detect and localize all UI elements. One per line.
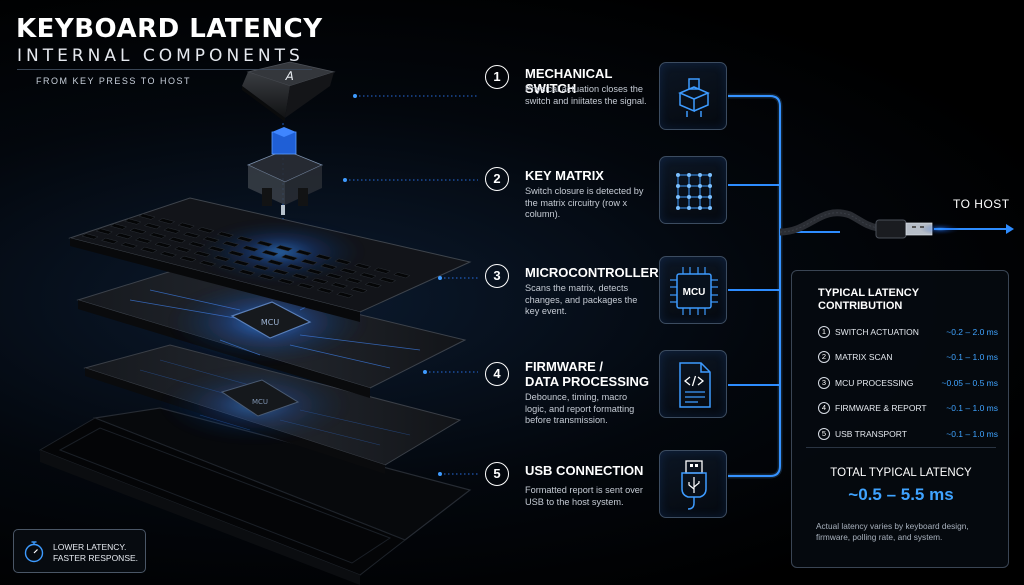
step-heading: FIRMWARE / DATA PROCESSING xyxy=(525,359,649,389)
lower-pcb-layer xyxy=(83,344,462,474)
latency-row-value: ~0.2 – 2.0 ms xyxy=(946,327,998,337)
latency-row-value: ~0.1 – 1.0 ms xyxy=(946,352,998,362)
latency-row: 4 FIRMWARE & REPORT ~0.1 – 1.0 ms xyxy=(818,402,998,416)
step-description: Debounce, timing, macro logic, and repor… xyxy=(525,392,635,425)
mcu-icon-text: MCU xyxy=(683,287,706,298)
page-tagline: FROM KEY PRESS TO HOST xyxy=(36,76,192,86)
usb-cable xyxy=(779,209,1014,239)
latency-row-label: MATRIX SCAN xyxy=(835,352,893,362)
leader-lines xyxy=(345,95,478,475)
latency-row-number: 2 xyxy=(818,351,830,363)
mcu-chip-label-lower: MCU xyxy=(252,398,268,406)
step-heading: MICROCONTROLLER xyxy=(525,265,659,280)
matrix-grid-icon xyxy=(676,173,712,210)
latency-row: 1 SWITCH ACTUATION ~0.2 – 2.0 ms xyxy=(818,326,998,340)
step-number: 3 xyxy=(485,264,509,288)
latency-row-value: ~0.05 – 0.5 ms xyxy=(941,378,998,388)
latency-row-number: 3 xyxy=(818,377,830,389)
latency-row-label: FIRMWARE & REPORT xyxy=(835,403,927,413)
mechanical-switch-part xyxy=(246,127,324,215)
usb-icon xyxy=(681,460,707,510)
step-description: Formatted report is sent over USB to the… xyxy=(525,485,643,507)
mcu-icon-box: MCU xyxy=(659,256,727,324)
badge-text: LOWER LATENCY. FASTER RESPONSE. xyxy=(53,542,139,563)
to-host-label: TO HOST xyxy=(953,197,1010,211)
code-file-icon xyxy=(679,362,711,408)
keycap-part: A xyxy=(242,61,336,122)
latency-panel: TYPICAL LATENCY CONTRIBUTION 1 SWITCH AC… xyxy=(791,270,1009,568)
page-title: KEYBOARD LATENCY xyxy=(16,14,323,44)
lower-latency-badge: LOWER LATENCY. FASTER RESPONSE. xyxy=(13,529,146,573)
latency-row: 2 MATRIX SCAN ~0.1 – 1.0 ms xyxy=(818,351,998,365)
switch-icon-box xyxy=(659,62,727,130)
latency-row-value: ~0.1 – 1.0 ms xyxy=(946,403,998,413)
keycap-letter: A xyxy=(284,69,296,83)
matrix-icon-box xyxy=(659,156,727,224)
step-number: 5 xyxy=(485,462,509,486)
latency-row-label: USB TRANSPORT xyxy=(835,429,907,439)
latency-row-label: SWITCH ACTUATION xyxy=(835,327,919,337)
latency-panel-heading: TYPICAL LATENCY CONTRIBUTION xyxy=(818,287,920,312)
title-divider xyxy=(17,69,312,70)
step-heading: KEY MATRIX xyxy=(525,168,604,183)
mcu-chip-icon: MCU xyxy=(670,267,718,315)
latency-row-number: 1 xyxy=(818,326,830,338)
latency-row-label: MCU PROCESSING xyxy=(835,378,914,388)
latency-row-number: 5 xyxy=(818,428,830,440)
total-latency-label: TOTAL TYPICAL LATENCY xyxy=(830,467,972,479)
switch-icon xyxy=(678,78,710,117)
bottom-case xyxy=(38,407,472,585)
step-heading: USB CONNECTION xyxy=(525,463,644,478)
latency-row-number: 4 xyxy=(818,402,830,414)
latency-row: 5 USB TRANSPORT ~0.1 – 1.0 ms xyxy=(818,428,998,442)
panel-divider xyxy=(806,447,996,448)
step-heading: MECHANICAL SWITCH xyxy=(525,66,613,96)
step-description: Switch closure is detected by the matrix… xyxy=(525,186,644,219)
page-subtitle: INTERNAL COMPONENTS xyxy=(17,46,304,66)
latency-footnote: Actual latency varies by keyboard design… xyxy=(816,521,969,542)
firmware-icon-box xyxy=(659,350,727,418)
leader-dots xyxy=(343,94,442,476)
latency-row-value: ~0.1 – 1.0 ms xyxy=(946,429,998,439)
latency-row: 3 MCU PROCESSING ~0.05 – 0.5 ms xyxy=(818,377,998,391)
step-description: Scans the matrix, detects changes, and p… xyxy=(525,283,638,316)
step-number: 4 xyxy=(485,362,509,386)
stopwatch-icon xyxy=(24,541,44,563)
total-latency-value: ~0.5 – 5.5 ms xyxy=(848,485,954,504)
mcu-chip-label-upper: MCU xyxy=(261,318,279,327)
switch-plate-layer xyxy=(68,197,472,322)
usb-icon-box xyxy=(659,450,727,518)
step-number: 1 xyxy=(485,65,509,89)
step-description: Physical actuation closes the switch and… xyxy=(525,84,647,106)
step-number: 2 xyxy=(485,167,509,191)
